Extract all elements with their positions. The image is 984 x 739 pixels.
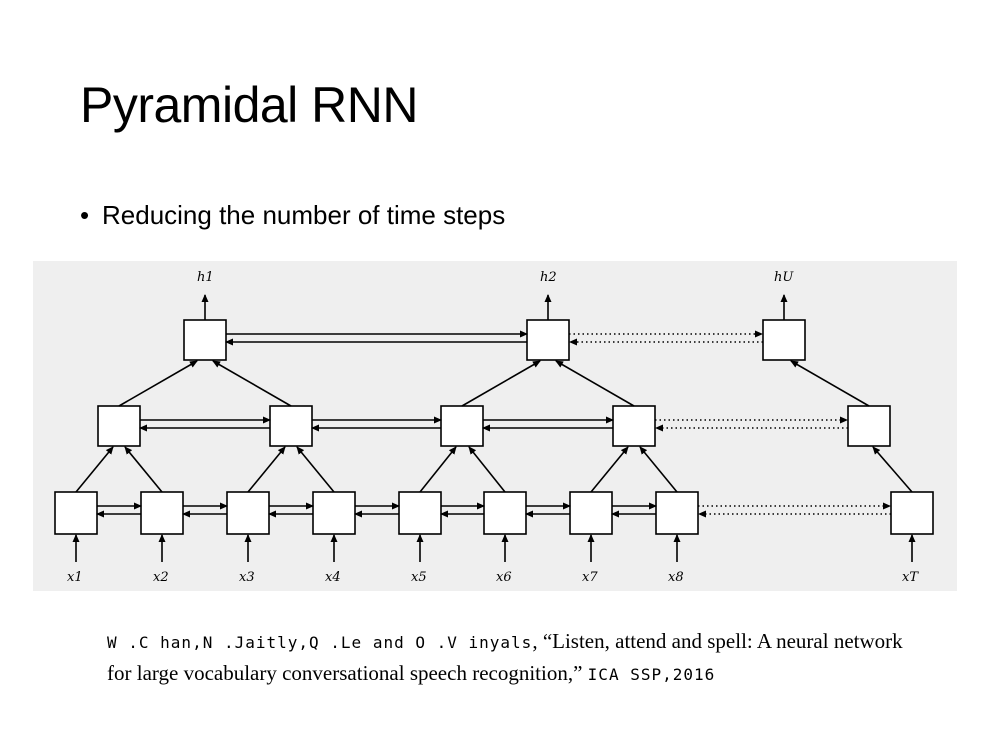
l2-to-l3-links (118, 360, 870, 407)
input-label-x6: x6 (496, 570, 512, 585)
l3-node-U (762, 319, 806, 361)
input-label-xT: xT (902, 570, 919, 585)
slide-title: Pyramidal RNN (80, 77, 419, 133)
pyramidal-rnn-diagram: h1 h2 hU x1 x2 x3 x4 x5 x6 x7 x8 xT (33, 261, 957, 591)
input-arrows (72, 534, 916, 562)
bullet-item: • Reducing the number of time steps (80, 200, 505, 231)
l1-node-4 (312, 491, 356, 535)
input-label-x2: x2 (153, 570, 169, 585)
l3-node-1 (183, 319, 227, 361)
output-arrows (201, 294, 788, 320)
l2-node-3 (440, 405, 484, 447)
l1-node-T (890, 491, 934, 535)
l1-node-8 (655, 491, 699, 535)
input-label-x5: x5 (411, 570, 427, 585)
l2-node-2 (269, 405, 313, 447)
pyramidal-rnn-svg: h1 h2 hU x1 x2 x3 x4 x5 x6 x7 x8 xT (54, 270, 934, 585)
l2-node-1 (97, 405, 141, 447)
l1-node-2 (140, 491, 184, 535)
input-label-x3: x3 (239, 570, 255, 585)
citation-authors: W .C han,N .Jaitly,Q .Le and O .V inyals (107, 633, 533, 652)
l2-bidirectional-links (139, 416, 848, 432)
l1-node-3 (226, 491, 270, 535)
l1-to-l2-links (75, 446, 913, 493)
l1-node-1 (54, 491, 98, 535)
citation-venue: ICA SSP,2016 (587, 665, 716, 684)
citation-title: , “Listen, attend and spell: A neural ne… (107, 629, 903, 685)
l3-node-2 (526, 319, 570, 361)
bullet-text: Reducing the number of time steps (102, 200, 506, 230)
l1-node-6 (483, 491, 527, 535)
input-label-x4: x4 (325, 570, 341, 585)
l3-bidirectional-links (225, 330, 763, 346)
input-label-x7: x7 (582, 570, 598, 585)
output-label-h1: h1 (197, 270, 214, 285)
output-label-h2: h2 (540, 270, 557, 285)
l1-node-7 (569, 491, 613, 535)
l1-node-5 (398, 491, 442, 535)
input-label-x8: x8 (668, 570, 684, 585)
l2-node-U (847, 405, 891, 447)
l1-bidirectional-links (96, 502, 891, 518)
output-label-hU: hU (774, 270, 794, 285)
input-label-x1: x1 (67, 570, 83, 585)
bullet-icon: • (80, 200, 90, 230)
l2-node-4 (612, 405, 656, 447)
citation: W .C han,N .Jaitly,Q .Le and O .V inyals… (107, 626, 927, 690)
